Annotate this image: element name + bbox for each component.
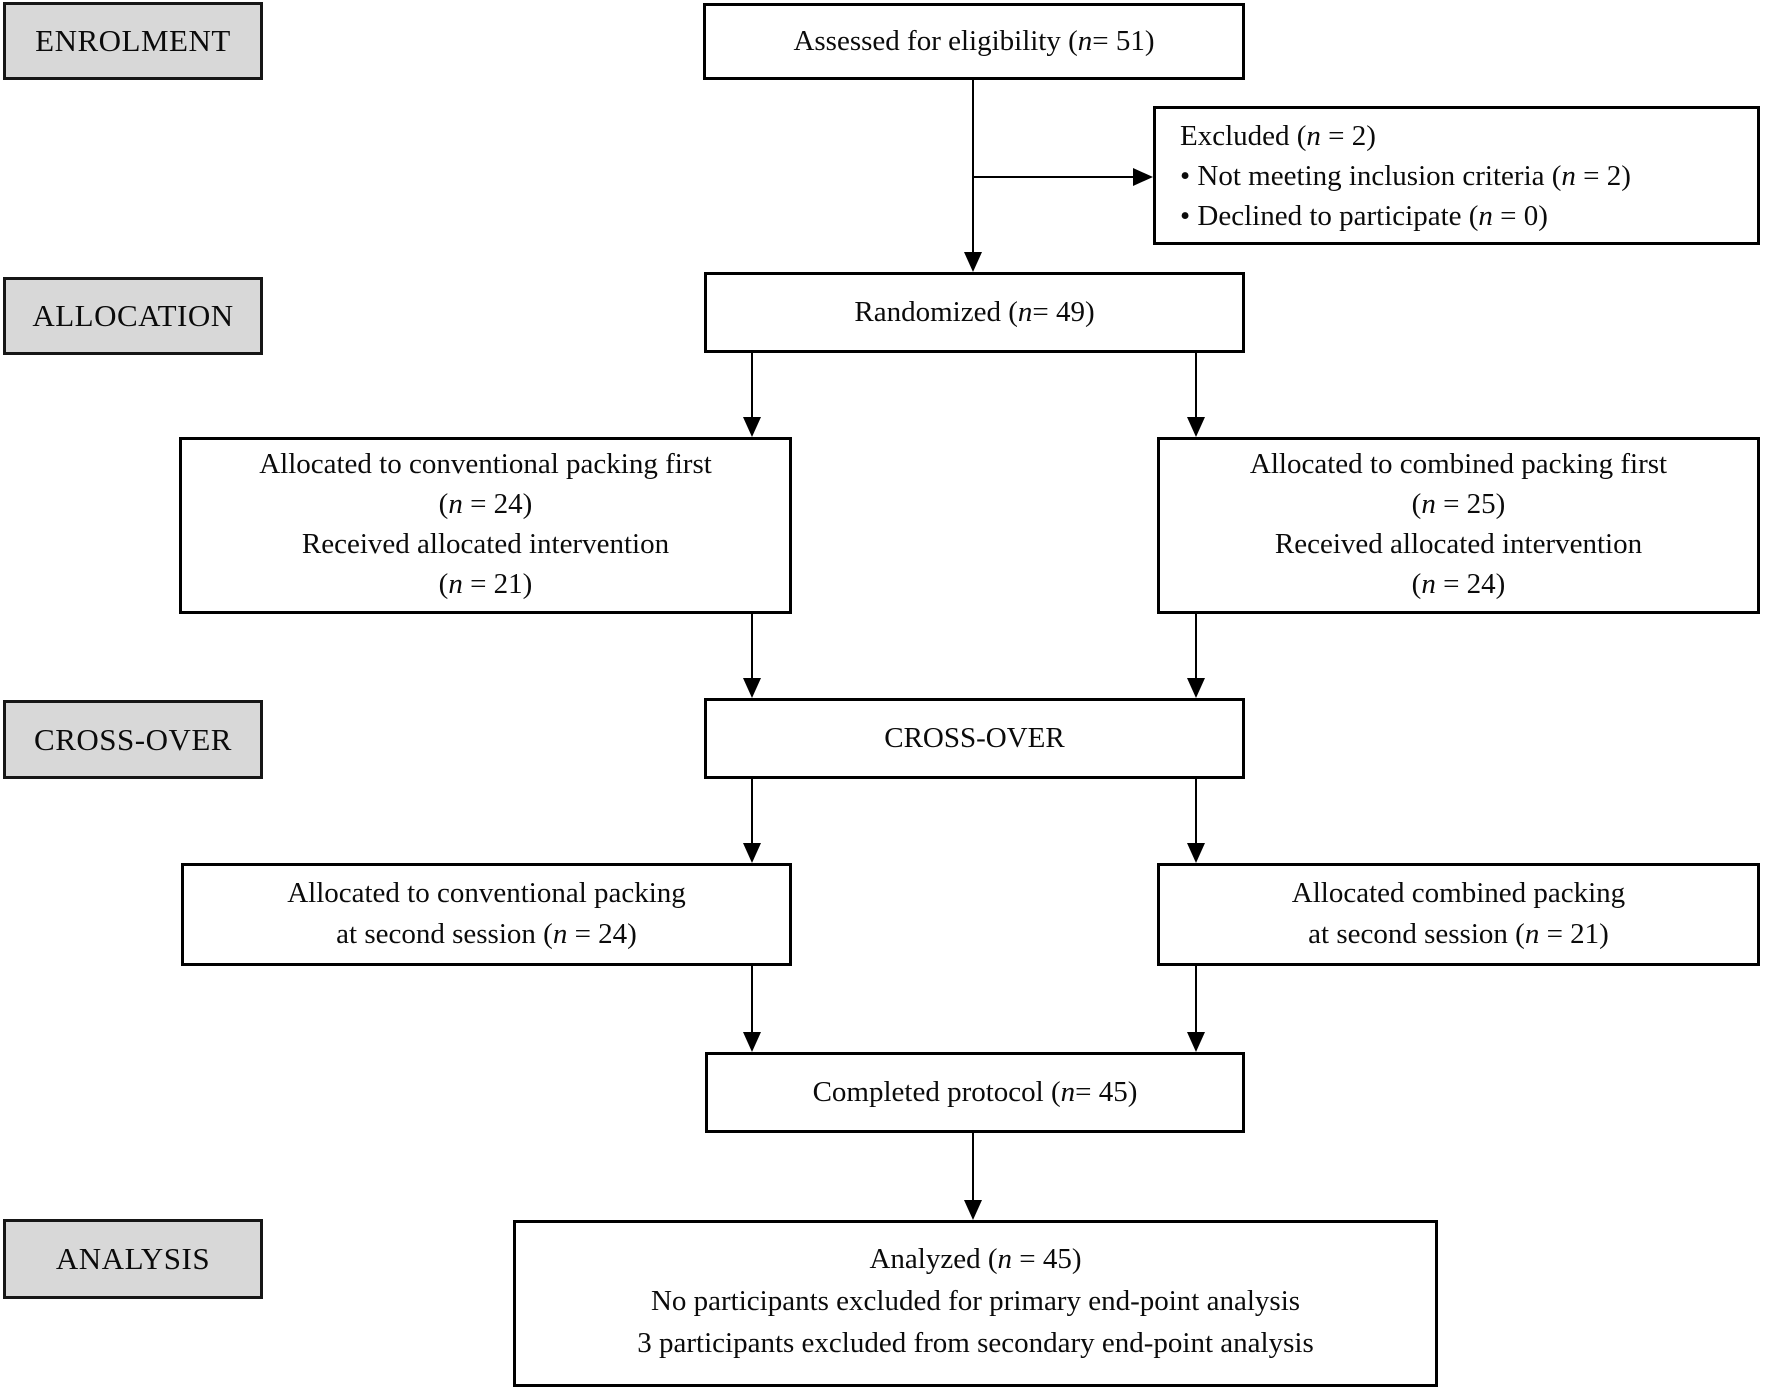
line — [972, 1133, 974, 1203]
excluded-bullet-declined: • Declined to participate (n = 0) — [1180, 200, 1548, 232]
arrowhead-down-icon — [1187, 678, 1205, 698]
excluded-box: Excluded (n = 2) • Not meeting inclusion… — [1153, 106, 1760, 245]
arrowhead-down-icon — [743, 1032, 761, 1052]
line — [1195, 353, 1197, 421]
analyzed-line: No participants excluded for primary end… — [650, 1285, 1301, 1317]
line — [751, 353, 753, 421]
alloc-conventional-line: (n = 24) — [438, 488, 533, 520]
line — [751, 614, 753, 682]
alloc-conventional-line: Allocated to conventional packing first — [259, 448, 712, 480]
analyzed-line: 3 participants excluded from secondary e… — [637, 1327, 1314, 1359]
excluded-title: Excluded (n = 2) — [1180, 120, 1376, 152]
second-session-conventional-box: Allocated to conventional packing at sec… — [181, 863, 792, 966]
completed-protocol-box: Completed protocol (n = 45) — [705, 1052, 1245, 1133]
alloc-combined-line: Allocated to combined packing first — [1249, 448, 1668, 480]
line — [972, 80, 974, 254]
line — [1195, 779, 1197, 847]
alloc-combined-line: (n = 24) — [1411, 568, 1506, 600]
line — [1195, 966, 1197, 1036]
randomized-box: Randomized (n = 49) — [704, 272, 1245, 353]
analyzed-box: Analyzed (n = 45) No participants exclud… — [513, 1220, 1438, 1387]
allocated-conventional-first-box: Allocated to conventional packing first … — [179, 437, 792, 614]
second-combined-line: Allocated combined packing — [1291, 877, 1626, 909]
stage-label-crossover: CROSS-OVER — [3, 700, 263, 779]
arrowhead-down-icon — [964, 1200, 982, 1220]
excluded-bullet-not-meeting-criteria: • Not meeting inclusion criteria (n = 2) — [1180, 160, 1631, 192]
second-conventional-line: Allocated to conventional packing — [287, 877, 686, 909]
allocated-combined-first-box: Allocated to combined packing first (n =… — [1157, 437, 1760, 614]
arrowhead-down-icon — [1187, 1032, 1205, 1052]
line — [1195, 614, 1197, 682]
arrowhead-down-icon — [743, 843, 761, 863]
second-combined-line: at second session (n = 21) — [1308, 918, 1609, 950]
arrowhead-down-icon — [1187, 843, 1205, 863]
alloc-conventional-line: Received allocated intervention — [301, 528, 670, 560]
second-session-combined-box: Allocated combined packing at second ses… — [1157, 863, 1760, 966]
alloc-conventional-line: (n = 21) — [438, 568, 533, 600]
line — [751, 779, 753, 847]
assessed-for-eligibility-box: Assessed for eligibility (n = 51) — [703, 3, 1245, 80]
stage-label-allocation: ALLOCATION — [3, 277, 263, 355]
arrowhead-down-icon — [1187, 417, 1205, 437]
arrowhead-down-icon — [964, 252, 982, 272]
line — [751, 966, 753, 1036]
alloc-combined-line: Received allocated intervention — [1274, 528, 1643, 560]
analyzed-line: Analyzed (n = 45) — [869, 1243, 1082, 1275]
line — [973, 176, 1135, 178]
stage-label-analysis: ANALYSIS — [3, 1219, 263, 1299]
stage-label-enrolment: ENROLMENT — [3, 2, 263, 80]
cross-over-box: CROSS-OVER — [704, 698, 1245, 779]
arrowhead-down-icon — [743, 417, 761, 437]
arrowhead-right-icon — [1133, 168, 1153, 186]
arrowhead-down-icon — [743, 678, 761, 698]
second-conventional-line: at second session (n = 24) — [336, 918, 637, 950]
alloc-combined-line: (n = 25) — [1411, 488, 1506, 520]
